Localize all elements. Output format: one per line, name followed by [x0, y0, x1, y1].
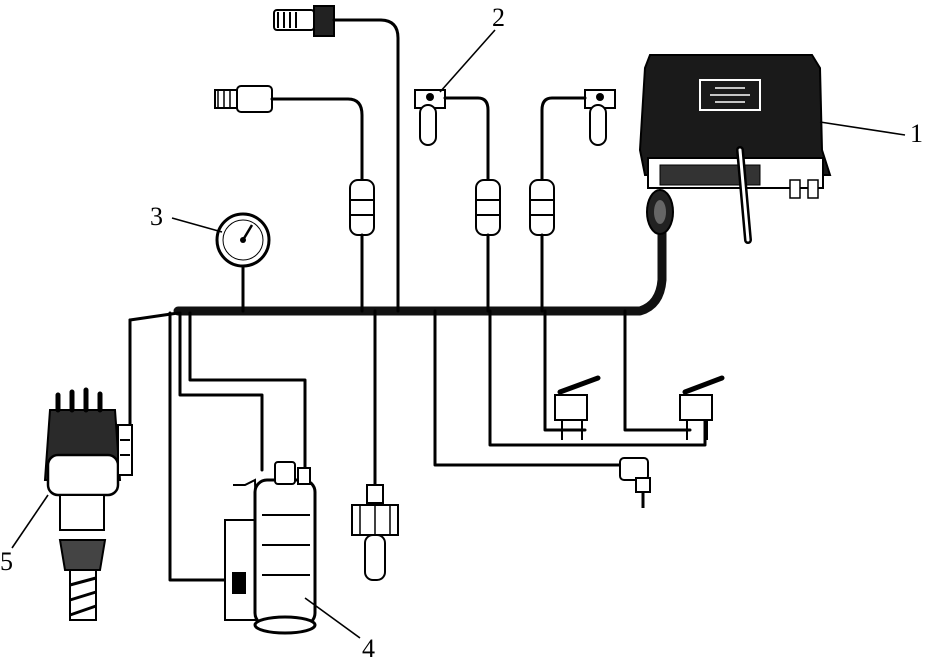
left-upper-sensor: [214, 85, 375, 313]
main-harness: [128, 205, 667, 427]
callout-3: 3: [150, 202, 163, 231]
control-unit: [638, 54, 832, 244]
callout-1: 1: [910, 119, 923, 148]
injector-left: [414, 89, 501, 313]
callout-5: 5: [0, 547, 13, 576]
lower-branches: [373, 309, 707, 487]
throttle-switch-left: [554, 375, 601, 440]
throttle-switch-right: [679, 375, 725, 440]
injector-right: [529, 89, 616, 313]
leader-lines: [11, 29, 906, 639]
distributor: [43, 387, 133, 621]
oxygen-sensor: [351, 484, 399, 581]
callout-2: 2: [492, 3, 505, 32]
temperature-sensor: [619, 457, 651, 508]
pressure-gauge: [215, 212, 271, 313]
callout-4: 4: [362, 634, 375, 658]
ignition-coil: [168, 311, 317, 635]
top-sensor: [273, 5, 400, 313]
